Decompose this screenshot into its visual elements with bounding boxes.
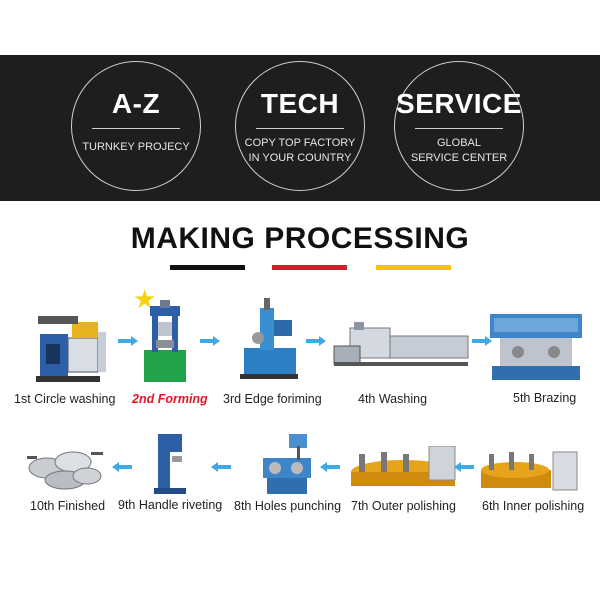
banner-subtitle-line: COPY TOP FACTORY [244, 137, 356, 149]
step-label-5: 5th Brazing [513, 391, 577, 405]
step-label-6: 6th Inner polishing [482, 499, 585, 513]
step-label-9: 9th Handle riveting [118, 498, 223, 512]
circle-washing-machine [36, 316, 106, 382]
outer-polishing-machine [351, 446, 456, 486]
arrow-right-icon [306, 336, 326, 346]
banner-subtitle-line: IN YOUR COUNTRY [248, 152, 352, 164]
banner-circle-service: SERVICE GLOBAL SERVICE CENTER [394, 61, 524, 191]
washing-line-machine [333, 322, 469, 366]
holes-punching-machine [263, 434, 311, 494]
step-label-1: 1st Circle washing [14, 392, 116, 406]
banner-divider [415, 128, 503, 129]
step-label-10: 10th Finished [30, 499, 106, 513]
finished-cookware [27, 451, 103, 490]
step-label-8: 8th Holes punching [234, 499, 342, 513]
banner-subtitle-line: TURNKEY PROJECY [82, 141, 190, 153]
banner-circle-tech: TECH COPY TOP FACTORY IN YOUR COUNTRY [235, 61, 365, 191]
banner-title: A-Z [111, 88, 161, 119]
step-label-3: 3rd Edge foriming [223, 392, 322, 406]
step-label-2: 2nd Forming [132, 392, 208, 406]
forming-press-machine [144, 300, 186, 382]
brazing-machine [490, 314, 582, 380]
banner-title: SERVICE [396, 88, 522, 119]
arrow-right-icon [118, 336, 138, 346]
banner-divider [256, 128, 344, 129]
banner-subtitle: TURNKEY PROJECY [72, 136, 200, 155]
step-label-7: 7th Outer polishing [351, 499, 456, 513]
step-label-4: 4th Washing [358, 392, 428, 406]
accent-bar-yellow [376, 265, 451, 270]
banner-subtitle-line: GLOBAL [436, 137, 482, 149]
arrow-left-icon [211, 462, 231, 472]
banner-subtitle: COPY TOP FACTORY IN YOUR COUNTRY [236, 136, 364, 166]
edge-forming-machine [240, 298, 298, 379]
arrow-left-icon [112, 462, 132, 472]
arrow-left-icon [320, 462, 340, 472]
page-title: MAKING PROCESSING [130, 222, 470, 255]
banner-subtitle: GLOBAL SERVICE CENTER [395, 136, 523, 166]
arrow-right-icon [200, 336, 220, 346]
arrow-left-icon [454, 462, 474, 472]
arrow-right-icon [472, 336, 492, 346]
handle-riveting-machine [154, 434, 186, 494]
banner-circle-turnkey: A-Z TURNKEY PROJECY [71, 61, 201, 191]
inner-polishing-machine [481, 451, 578, 491]
banner-subtitle-line: SERVICE CENTER [410, 152, 508, 164]
star-icon: ★ [133, 284, 157, 314]
banner-divider [92, 128, 180, 129]
accent-bar-black [170, 265, 245, 270]
accent-bar-red [272, 265, 347, 270]
top-banner: A-Z TURNKEY PROJECY TECH COPY TOP FACTOR… [0, 55, 600, 201]
banner-title: TECH [260, 88, 340, 119]
